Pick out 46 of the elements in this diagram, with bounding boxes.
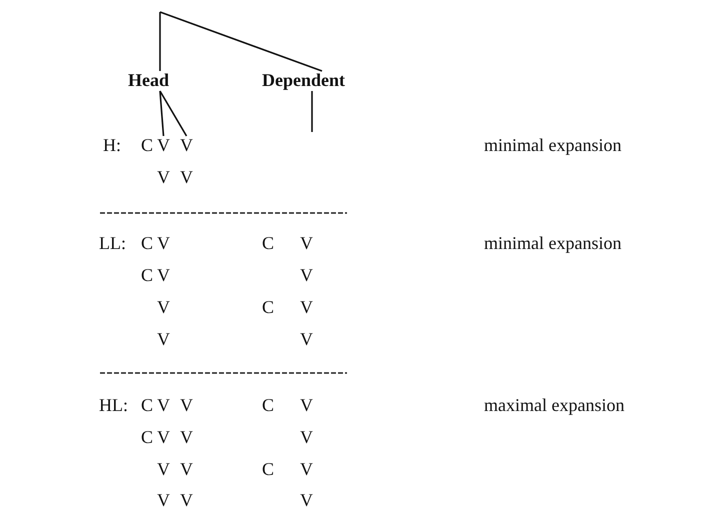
tier-text: V bbox=[157, 396, 170, 414]
tier-text: C bbox=[262, 298, 274, 316]
tier-text: V bbox=[180, 491, 193, 509]
tier-text: V bbox=[180, 460, 193, 478]
tier-text: maximal expansion bbox=[484, 396, 624, 414]
tree-branch bbox=[160, 11, 322, 72]
tier-text: V bbox=[300, 460, 313, 478]
tier-text: V bbox=[157, 168, 170, 186]
tier-text: V bbox=[300, 298, 313, 316]
tier-text: V bbox=[300, 491, 313, 509]
tree-branch bbox=[159, 12, 161, 71]
tier-text: C bbox=[262, 460, 274, 478]
tier-text: H: bbox=[103, 136, 121, 154]
tier-text: V bbox=[300, 266, 313, 284]
tier-text: C bbox=[262, 234, 274, 252]
tier-text: V bbox=[157, 460, 170, 478]
tier-text: V bbox=[300, 234, 313, 252]
tier-text: V bbox=[300, 428, 313, 446]
tier-text: V bbox=[157, 491, 170, 509]
tier-text: V bbox=[180, 168, 193, 186]
tier-text: C bbox=[141, 428, 154, 446]
tier-text: V bbox=[300, 330, 313, 348]
tier-text: minimal expansion bbox=[484, 136, 622, 154]
tier-text: C bbox=[141, 234, 154, 252]
tier-text: V bbox=[157, 330, 170, 348]
tree-label: Head bbox=[128, 71, 170, 89]
tier-text: V bbox=[180, 396, 193, 414]
tier-text: C bbox=[141, 266, 154, 284]
tier-text: V bbox=[157, 234, 170, 252]
segment-symbol: V bbox=[180, 136, 193, 154]
tier-text: LL: bbox=[99, 234, 126, 252]
tree-branch bbox=[311, 91, 313, 132]
tree-branch bbox=[159, 90, 164, 136]
tier-text: V bbox=[180, 428, 193, 446]
tier-text: C bbox=[141, 136, 154, 154]
tier-text: C bbox=[141, 396, 154, 414]
tree-label: Dependent bbox=[262, 71, 346, 89]
tier-text: C bbox=[262, 396, 274, 414]
tier-text: V bbox=[157, 298, 170, 316]
segment-symbol: V bbox=[157, 136, 170, 154]
tier-text: minimal expansion bbox=[484, 234, 622, 252]
tree-branch bbox=[159, 90, 188, 136]
tier-text: V bbox=[157, 266, 170, 284]
tier-text: V bbox=[157, 428, 170, 446]
tier-text: HL: bbox=[99, 396, 128, 414]
tier-text: V bbox=[300, 396, 313, 414]
